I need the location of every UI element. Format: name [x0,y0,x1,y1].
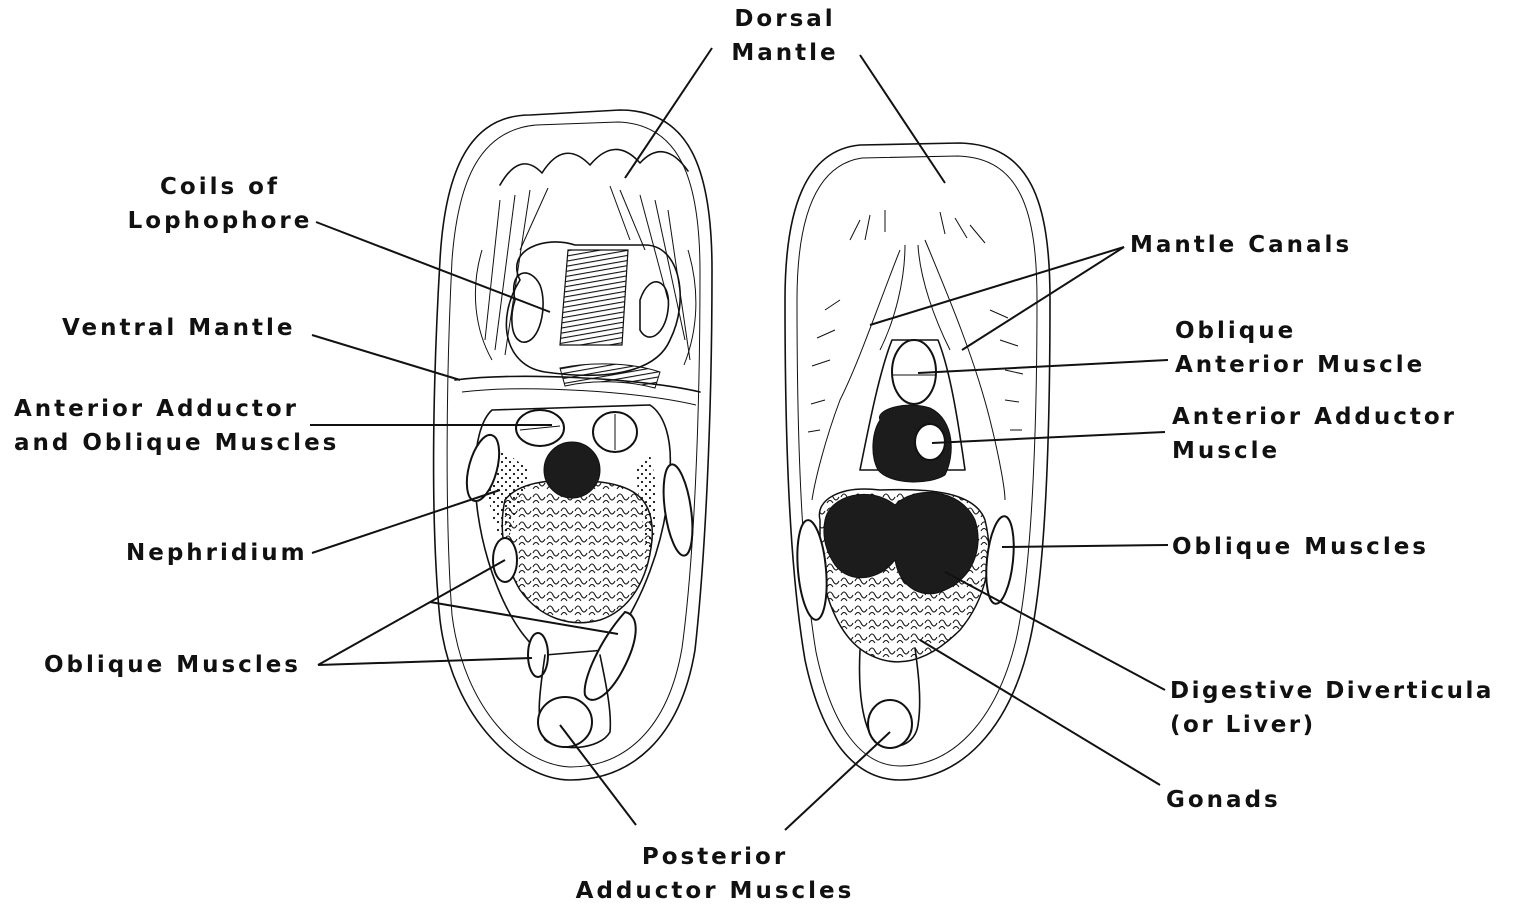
label-posterior-line2: Adductor Muscles [560,874,870,908]
label-anterior-adductor-muscle: Anterior Adductor Muscle [1172,400,1457,468]
label-dorsal-mantle: Dorsal Mantle [700,2,870,70]
label-digestive-line2: (or Liver) [1170,708,1494,742]
label-coils-of-lophophore: Coils of Lophophore [120,170,320,238]
right-posterior-adductor [868,700,912,748]
leader-ventral-mantle [312,335,460,380]
label-anterior-adductor-oblique: Anterior Adductor and Oblique Muscles [14,392,339,460]
label-posterior-line1: Posterior [560,840,870,874]
left-digestive-diverticula [502,480,652,622]
left-dorsal-rim [500,149,688,185]
leader-oblique-muscles-right [1002,545,1168,547]
label-anterior-adductor-muscle-line2: Muscle [1172,434,1457,468]
leader-oblique-muscles-1 [318,560,505,665]
label-gonads: Gonads [1166,783,1281,817]
left-oblique-muscle-upper-right [659,463,698,558]
label-digestive-line1: Digestive Diverticula [1170,674,1494,708]
label-anterior-adductor-muscle-line1: Anterior Adductor [1172,400,1457,434]
label-oblique-muscles-right: Oblique Muscles [1172,530,1429,564]
right-oblique-muscle-right [982,515,1017,605]
leader-dorsal-mantle-right [860,55,945,183]
left-liver-dark [544,442,600,498]
label-coils-line2: Lophophore [120,204,320,238]
label-posterior-adductor-muscles: Posterior Adductor Muscles [560,840,870,908]
left-oblique-muscle-lower-right [585,612,636,700]
label-dorsal-mantle-line1: Dorsal [700,2,870,36]
label-oblique-muscles-left: Oblique Muscles [44,648,301,682]
label-oblique-anterior-muscle: Oblique Anterior Muscle [1175,314,1425,382]
right-specimen [785,143,1050,780]
leader-nephridium [312,490,500,553]
label-nephridium: Nephridium [126,536,308,570]
label-ventral-mantle: Ventral Mantle [62,311,296,345]
leader-oblique-anterior-muscle [918,360,1168,373]
leader-dorsal-mantle-left [625,48,712,178]
leader-oblique-muscles-2 [318,658,532,665]
label-oblique-anterior-line2: Anterior Muscle [1175,348,1425,382]
left-posterior-adductor [538,697,592,747]
label-anterior-adductor-oblique-line1: Anterior Adductor [14,392,339,426]
label-mantle-canals: Mantle Canals [1130,228,1352,262]
left-specimen [434,110,712,780]
label-digestive-diverticula: Digestive Diverticula (or Liver) [1170,674,1494,742]
label-coils-line1: Coils of [120,170,320,204]
left-lophophore-hatch-band [560,364,660,388]
label-oblique-anterior-line1: Oblique [1175,314,1425,348]
leader-digestive-diverticula [945,572,1165,690]
label-dorsal-mantle-line2: Mantle [700,36,870,70]
leader-coils-of-lophophore [316,222,550,312]
left-lophophore-coil-hatch [560,250,628,345]
leader-lines [310,48,1168,830]
leader-posterior-adductor-right [785,732,890,830]
label-anterior-adductor-oblique-line2: and Oblique Muscles [14,426,339,460]
leader-mantle-canals-2 [962,247,1124,350]
leader-posterior-adductor-left [560,725,636,825]
